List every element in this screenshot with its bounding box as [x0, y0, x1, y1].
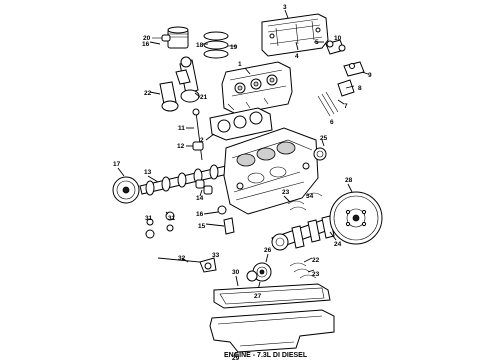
callout-31b: 31: [168, 215, 176, 222]
oil-pickup: [157, 257, 217, 273]
callout-24: 24: [334, 241, 342, 248]
callout-12: 12: [177, 143, 185, 150]
callout-27: 27: [254, 293, 262, 300]
callout-11: 11: [178, 125, 185, 132]
callout-18: 18: [196, 42, 204, 49]
connecting-rods: [159, 56, 200, 112]
callout-7: 7: [344, 103, 348, 110]
callout-13: 13: [144, 169, 152, 176]
rear-seal: [313, 147, 327, 161]
piston-rings: [203, 31, 236, 59]
callout-22b: 22: [312, 257, 320, 264]
callout-5: 5: [315, 39, 319, 46]
callout-14: 14: [196, 195, 204, 202]
crankshaft: [271, 215, 341, 251]
callout-10: 10: [334, 35, 342, 42]
callout-32: 32: [178, 255, 186, 262]
camshaft-gear: [112, 176, 140, 204]
callout-15: 15: [198, 223, 206, 230]
callout-21: 21: [200, 94, 208, 101]
camshaft: [139, 164, 229, 196]
callout-25: 25: [320, 135, 328, 142]
callout-2: 2: [200, 137, 204, 144]
callout-31a: 31: [145, 215, 153, 222]
head-gasket: [209, 107, 273, 141]
oil-pan-gasket: [213, 283, 331, 309]
callout-33: 33: [212, 252, 220, 259]
dipstick: [192, 108, 204, 161]
engine-block: [223, 127, 319, 215]
small-plugs: [145, 179, 235, 239]
callout-17: 17: [113, 161, 121, 168]
callout-16a: 16: [142, 41, 150, 48]
valve-cover: [261, 13, 329, 57]
callout-28: 28: [345, 177, 353, 184]
crank-damper: [246, 262, 272, 282]
callout-19: 19: [230, 44, 238, 51]
callout-3: 3: [283, 4, 287, 11]
oil-pan: [209, 309, 335, 353]
callout-29: 29: [232, 355, 240, 360]
callout-8: 8: [358, 85, 362, 92]
callout-20: 20: [143, 35, 151, 42]
callout-6: 6: [330, 119, 334, 126]
cylinder-head: [221, 61, 293, 115]
diagram-caption: ENGINE - 7.3L DI DIESEL: [224, 352, 308, 359]
flywheel: [329, 191, 383, 245]
callout-23b: 23: [312, 271, 320, 278]
callout-4: 4: [295, 53, 299, 60]
callout-16b: 16: [196, 211, 204, 218]
callout-34: 34: [306, 193, 314, 200]
callout-23a: 23: [282, 189, 290, 196]
callout-9: 9: [368, 72, 372, 79]
callout-1: 1: [238, 61, 242, 68]
callout-30: 30: [232, 269, 240, 276]
rocker-parts: [317, 39, 365, 117]
piston-assembly: [152, 26, 189, 49]
main-bearings: [287, 192, 323, 279]
callout-22: 22: [144, 90, 152, 97]
callout-26: 26: [264, 247, 272, 254]
